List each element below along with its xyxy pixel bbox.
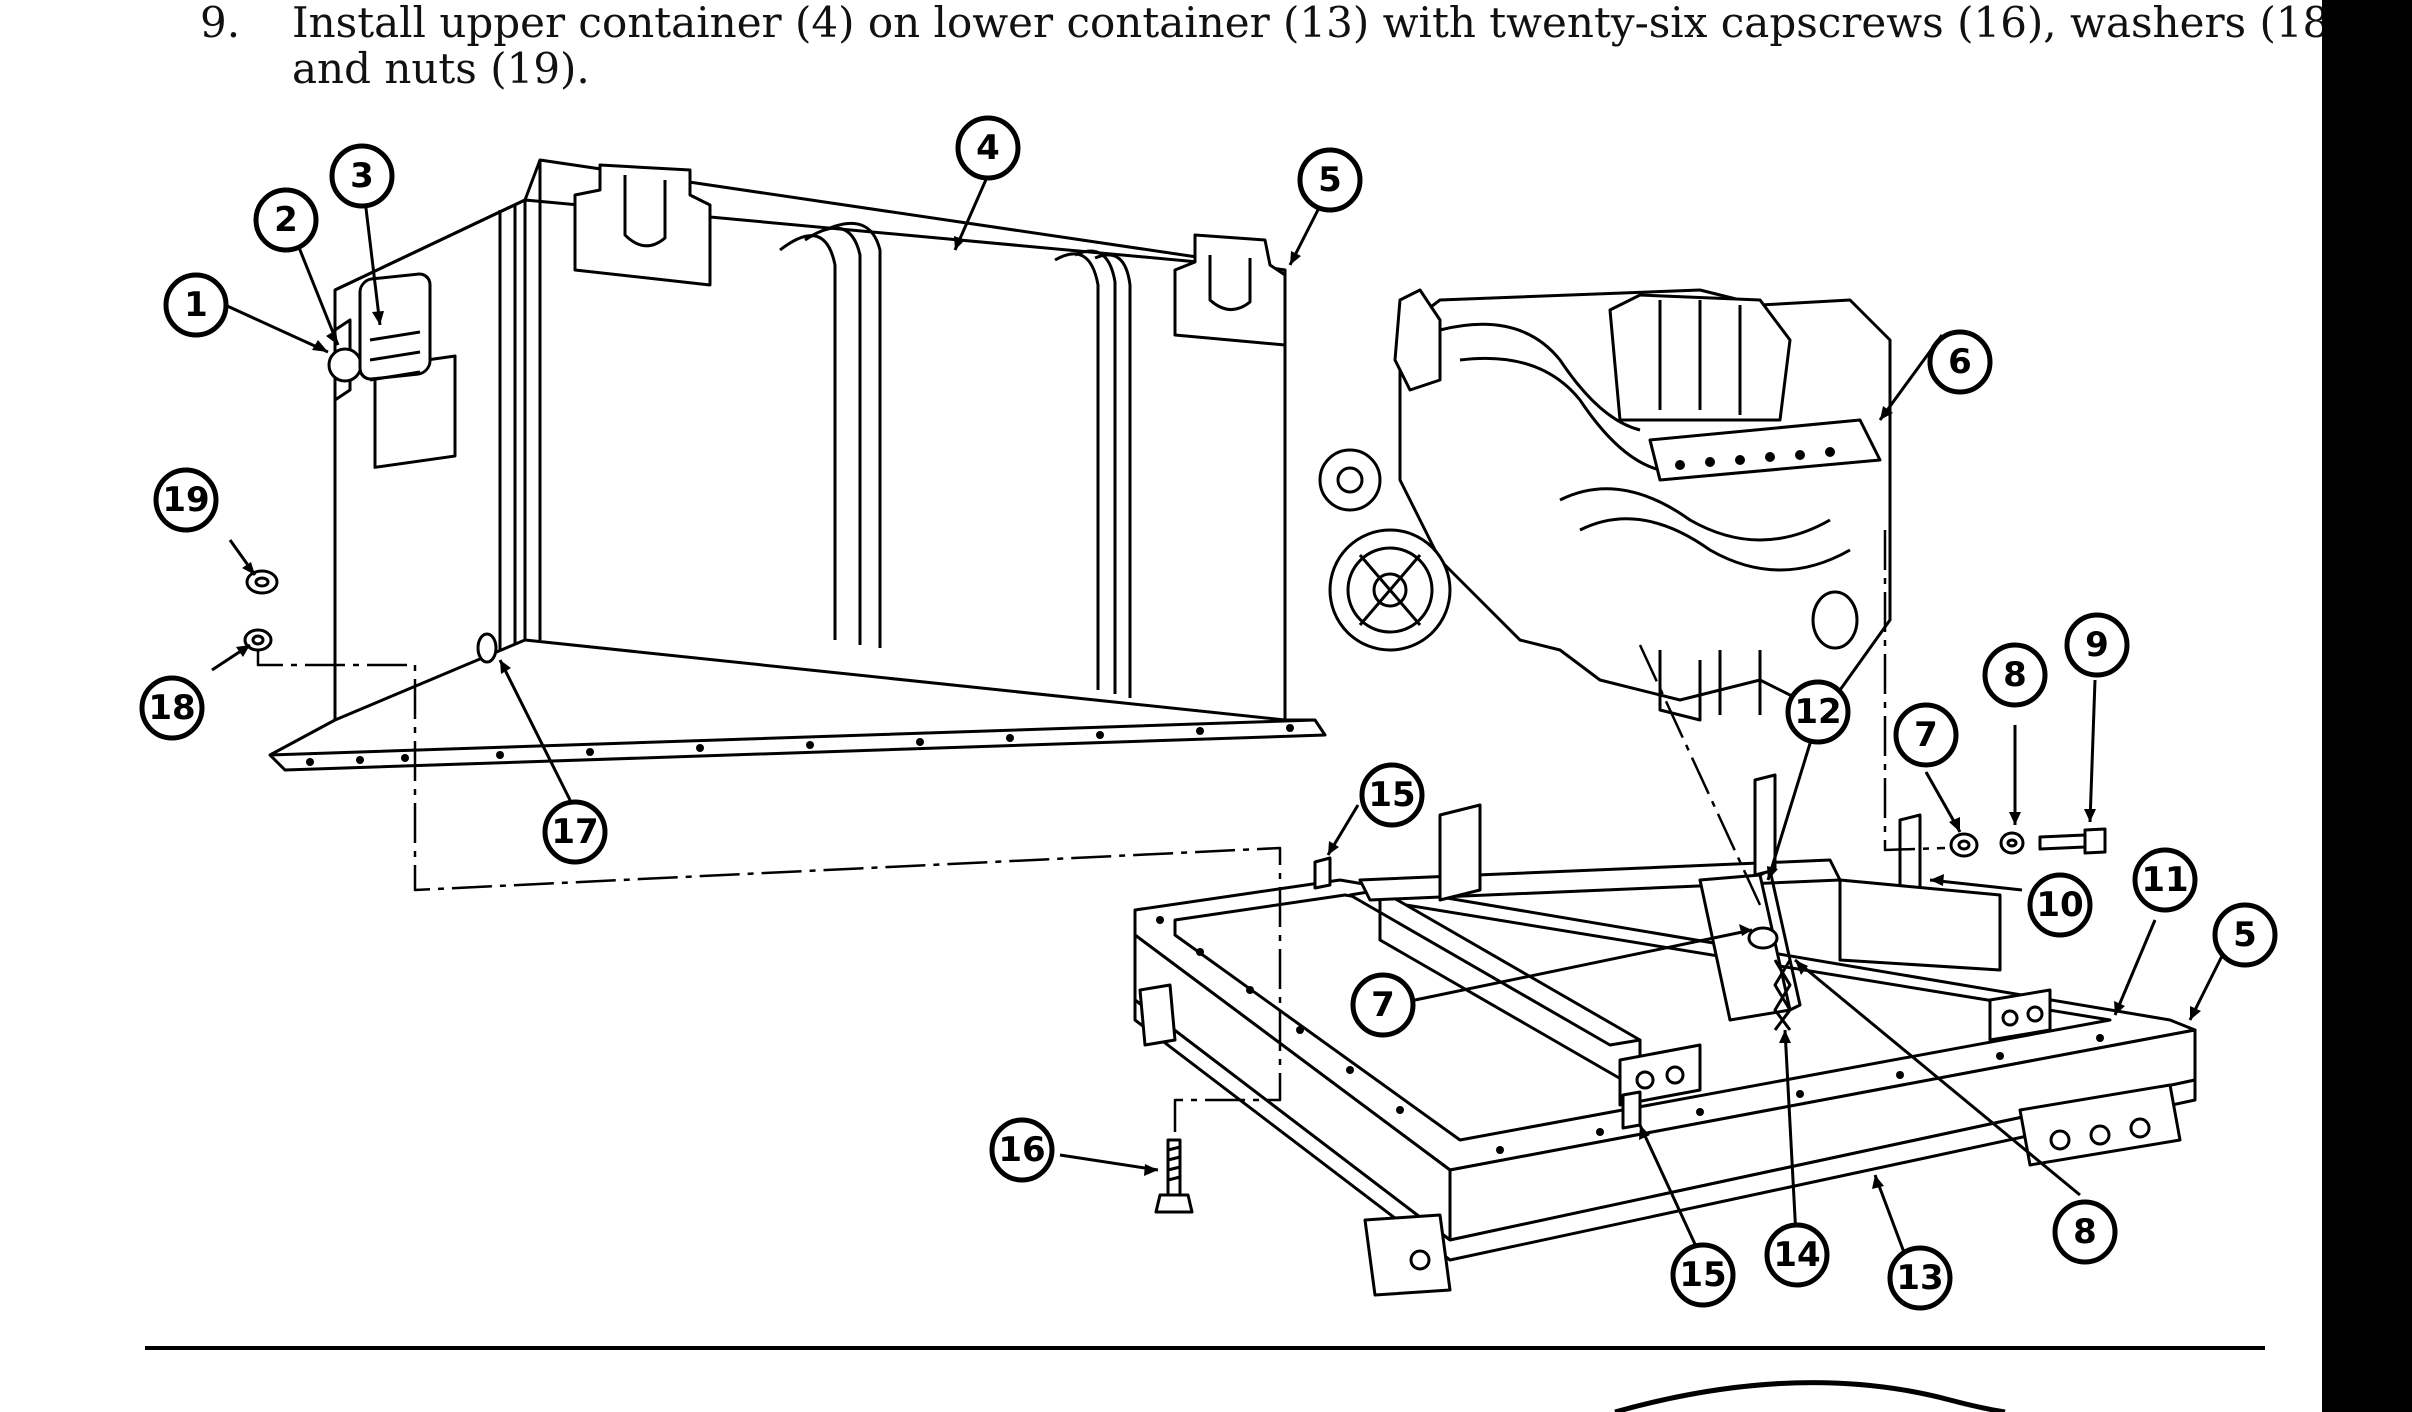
callout-1: 1 (163, 272, 229, 338)
callout-4: 4 (955, 115, 1021, 181)
svg-text:16: 16 (998, 1130, 1045, 1170)
callout-12: 12 (1785, 679, 1851, 745)
svg-text:7: 7 (1914, 715, 1938, 755)
page-edge-bar (2322, 0, 2412, 1412)
svg-text:15: 15 (1679, 1255, 1726, 1295)
callout-3: 3 (329, 143, 395, 209)
step-text: Install upper container (4) on lower con… (292, 0, 2360, 93)
arrowheads (236, 236, 2201, 1189)
svg-text:2: 2 (274, 200, 298, 240)
callout-8-lower: 8 (2052, 1199, 2118, 1265)
callout-7-center: 7 (1350, 972, 1416, 1038)
svg-text:9: 9 (2085, 625, 2109, 665)
svg-text:5: 5 (1318, 160, 1342, 200)
lower-container-drawing (1133, 773, 2197, 1297)
fasteners-drawing (243, 569, 2107, 1214)
callout-5-upper: 5 (1297, 147, 1363, 213)
svg-text:18: 18 (148, 688, 195, 728)
callout-9: 9 (2064, 612, 2130, 678)
callout-18: 18 (139, 675, 205, 741)
callout-13: 13 (1887, 1245, 1953, 1311)
svg-text:19: 19 (162, 480, 209, 520)
svg-text:11: 11 (2141, 860, 2188, 900)
alignment-lines (256, 530, 1946, 1140)
svg-text:13: 13 (1896, 1258, 1943, 1298)
upper-container-drawing (268, 158, 1327, 772)
partial-stamp-outline (1614, 1380, 2006, 1412)
leader-lines (211, 174, 2232, 1256)
svg-text:15: 15 (1368, 775, 1415, 815)
callout-17: 17 (542, 799, 608, 865)
callout-15-lower: 15 (1670, 1242, 1736, 1308)
svg-text:8: 8 (2003, 655, 2027, 695)
callout-14: 14 (1764, 1222, 1830, 1288)
svg-text:3: 3 (350, 156, 374, 196)
svg-text:8: 8 (2073, 1212, 2097, 1252)
callout-5-lower: 5 (2212, 902, 2278, 968)
engine-drawing (1318, 288, 1892, 722)
svg-text:14: 14 (1773, 1235, 1820, 1275)
step-number: 9. (200, 0, 241, 47)
svg-text:5: 5 (2233, 915, 2257, 955)
callout-16: 16 (989, 1117, 1055, 1183)
svg-text:7: 7 (1371, 985, 1395, 1025)
svg-text:12: 12 (1794, 692, 1841, 732)
callout-11: 11 (2132, 847, 2198, 913)
callout-10: 10 (2027, 872, 2093, 938)
callout-8-right: 8 (1982, 642, 2048, 708)
svg-text:1: 1 (184, 285, 208, 325)
callouts: 1 2 3 4 5 6 7 8 (139, 115, 2278, 1311)
svg-text:10: 10 (2036, 885, 2083, 925)
callout-19: 19 (153, 467, 219, 533)
svg-text:17: 17 (551, 812, 598, 852)
callout-6: 6 (1927, 329, 1993, 395)
callout-7-right: 7 (1893, 702, 1959, 768)
callout-15-upper: 15 (1359, 762, 1425, 828)
svg-text:4: 4 (976, 128, 1000, 168)
svg-text:6: 6 (1948, 342, 1972, 382)
callout-2: 2 (253, 187, 319, 253)
